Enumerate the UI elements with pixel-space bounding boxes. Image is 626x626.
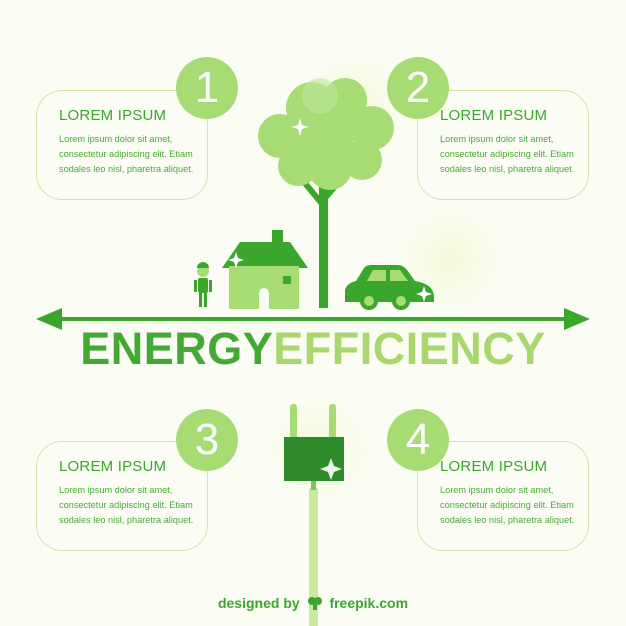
- step-number-1: 1: [176, 57, 238, 119]
- credit-line: designed by freepik.com: [0, 595, 626, 613]
- credit-brand[interactable]: freepik.com: [329, 595, 409, 611]
- card-text-line: Lorem ipsum dolor sit amet,: [440, 485, 554, 495]
- card-text-line: Lorem ipsum dolor sit amet,: [59, 485, 173, 495]
- info-card-2: LOREM IPSUM Lorem ipsum dolor sit amet, …: [417, 90, 589, 200]
- card-title: LOREM IPSUM: [59, 458, 167, 475]
- freepik-logo-icon: [307, 596, 323, 613]
- info-card-3: LOREM IPSUM Lorem ipsum dolor sit amet, …: [36, 441, 208, 551]
- card-text-line: consectetur adipiscing elit. Etiam: [59, 149, 193, 159]
- title-word-efficiency: EFFICIENCY: [273, 323, 546, 374]
- card-text-line: sodales leo nisl, pharetra aliquet.: [440, 515, 575, 525]
- card-text-line: sodales leo nisl, pharetra aliquet.: [59, 515, 194, 525]
- card-text: Lorem ipsum dolor sit amet, consectetur …: [59, 483, 207, 528]
- card-text-line: consectetur adipiscing elit. Etiam: [440, 500, 574, 510]
- card-text: Lorem ipsum dolor sit amet, consectetur …: [440, 132, 588, 177]
- card-text: Lorem ipsum dolor sit amet, consectetur …: [440, 483, 588, 528]
- card-title: LOREM IPSUM: [440, 458, 548, 475]
- card-title: LOREM IPSUM: [440, 107, 548, 124]
- person-icon: [194, 262, 212, 307]
- card-text-line: Lorem ipsum dolor sit amet,: [59, 134, 173, 144]
- step-number-2: 2: [387, 57, 449, 119]
- card-text-line: consectetur adipiscing elit. Etiam: [59, 500, 193, 510]
- info-card-4: LOREM IPSUM Lorem ipsum dolor sit amet, …: [417, 441, 589, 551]
- card-title: LOREM IPSUM: [59, 107, 167, 124]
- tree-icon: [258, 78, 394, 308]
- card-text: Lorem ipsum dolor sit amet, consectetur …: [59, 132, 207, 177]
- step-number-3: 3: [176, 409, 238, 471]
- double-arrow-icon: [36, 308, 590, 330]
- title-word-energy: ENERGY: [80, 323, 274, 374]
- info-card-1: LOREM IPSUM Lorem ipsum dolor sit amet, …: [36, 90, 208, 200]
- card-text-line: consectetur adipiscing elit. Etiam: [440, 149, 574, 159]
- plug-icon: [284, 404, 344, 626]
- page-title: ENERGYEFFICIENCY: [0, 323, 626, 375]
- card-text-line: Lorem ipsum dolor sit amet,: [440, 134, 554, 144]
- car-icon: [345, 265, 434, 310]
- house-icon: [222, 230, 308, 309]
- credit-prefix: designed by: [217, 595, 300, 611]
- card-text-line: sodales leo nisl, pharetra aliquet.: [440, 164, 575, 174]
- card-text-line: sodales leo nisl, pharetra aliquet.: [59, 164, 194, 174]
- step-number-4: 4: [387, 409, 449, 471]
